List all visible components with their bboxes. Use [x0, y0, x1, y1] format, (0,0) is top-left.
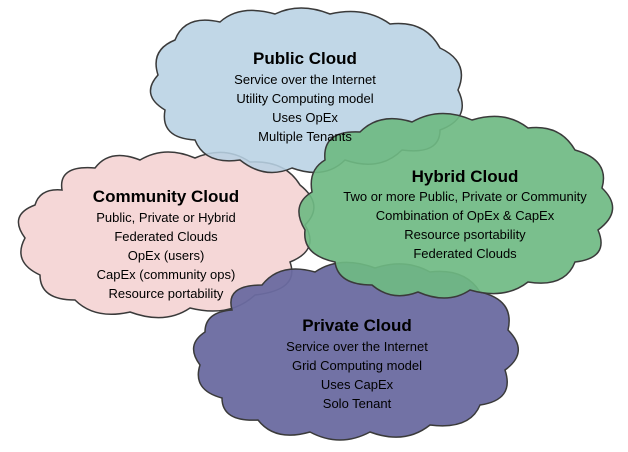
- hybrid-cloud-title: Hybrid Cloud: [412, 167, 519, 186]
- hybrid-cloud-line: Combination of OpEx & CapEx: [376, 208, 555, 223]
- public-cloud-title: Public Cloud: [253, 49, 357, 68]
- community-cloud-line: OpEx (users): [128, 248, 205, 263]
- hybrid-cloud-shape: [298, 112, 614, 299]
- private-cloud-title: Private Cloud: [302, 316, 412, 335]
- hybrid-cloud-line: Two or more Public, Private or Community: [343, 189, 587, 204]
- community-cloud-line: Resource portability: [109, 286, 224, 301]
- private-cloud-line: Service over the Internet: [286, 339, 428, 354]
- public-cloud-line: Utility Computing model: [236, 91, 373, 106]
- hybrid-cloud-line: Federated Clouds: [413, 246, 517, 261]
- hybrid-cloud-line: Resource psortability: [404, 227, 526, 242]
- community-cloud-line: Public, Private or Hybrid: [96, 210, 235, 225]
- public-cloud-line: Uses OpEx: [272, 110, 338, 125]
- public-cloud-line: Service over the Internet: [234, 72, 376, 87]
- private-cloud-line: Grid Computing model: [292, 358, 422, 373]
- community-cloud-title: Community Cloud: [93, 187, 239, 206]
- public-cloud-line: Multiple Tenants: [258, 129, 352, 144]
- private-cloud-line: Solo Tenant: [323, 396, 392, 411]
- community-cloud-line: Federated Clouds: [114, 229, 218, 244]
- community-cloud-line: CapEx (community ops): [97, 267, 236, 282]
- private-cloud-line: Uses CapEx: [321, 377, 394, 392]
